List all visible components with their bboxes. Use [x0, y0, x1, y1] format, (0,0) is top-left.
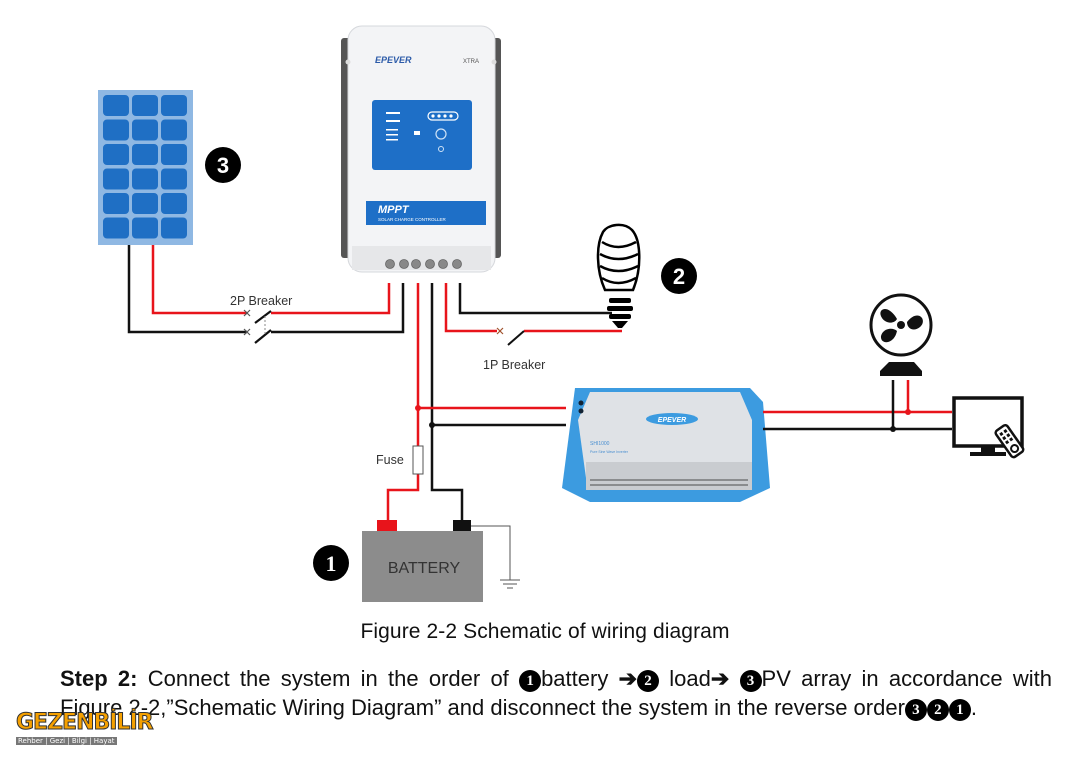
solar-cell	[161, 119, 187, 141]
inverter-subtitle: Pure Sine Wave Inverter	[590, 450, 629, 454]
solar-cell	[132, 217, 158, 239]
solar-cell	[103, 193, 129, 214]
marker-3-icon: 3	[205, 147, 241, 183]
marker-2-icon: 2	[637, 670, 660, 692]
solar-cell	[132, 119, 158, 141]
marker-2-icon: 2	[661, 258, 697, 294]
solar-cell	[132, 95, 158, 116]
controller-type-label: MPPT	[378, 204, 410, 216]
step-label: Step 2:	[60, 666, 138, 691]
inverter: EPEVER SHI1000 Pure Sine Wave Inverter	[562, 388, 770, 502]
battery: BATTERY	[362, 520, 520, 602]
solar-cell	[103, 144, 129, 165]
breaker-1p-label: 1P Breaker	[483, 358, 545, 372]
inverter-model: SHI1000	[590, 441, 610, 447]
marker-1-icon: 1	[519, 670, 542, 692]
solar-cell	[161, 144, 187, 165]
battery-label: BATTERY	[388, 560, 461, 577]
figure-caption: Figure 2-2 Schematic of wiring diagram	[360, 620, 730, 643]
fan-icon	[869, 293, 933, 376]
solar-cell	[132, 193, 158, 214]
solar-cell	[103, 168, 129, 190]
arrow-icon: ➔	[710, 666, 730, 691]
controller-model: XTRA	[463, 59, 479, 65]
solar-cell	[132, 168, 158, 190]
svg-text:3: 3	[217, 153, 229, 178]
marker-1-icon: 1	[948, 699, 971, 721]
solar-charge-controller: EPEVER XTRA MPPT SOLAR CHARGE CONTROLLER	[341, 25, 501, 273]
solar-cell	[161, 95, 187, 116]
tv-icon	[952, 396, 1025, 459]
solar-cell	[103, 119, 129, 141]
marker-1-icon: 1	[313, 545, 349, 581]
light-bulb-icon	[596, 223, 641, 328]
solar-cell	[103, 95, 129, 116]
fuse-label: Fuse	[376, 453, 404, 467]
marker-2-icon: 2	[926, 699, 949, 721]
watermark-logo: GEZENBİLİR Rehber | Gezi | Bilgi | Hayat	[16, 710, 156, 752]
watermark-text: GEZENBİLİR	[16, 710, 155, 736]
solar-cell	[161, 168, 187, 190]
step-instructions: Step 2: Connect the system in the order …	[60, 666, 1052, 721]
solar-cell	[161, 217, 187, 239]
svg-text:2: 2	[673, 264, 685, 289]
inverter-brand: EPEVER	[658, 417, 686, 424]
marker-3-icon: 3	[739, 670, 762, 692]
controller-brand: EPEVER	[375, 55, 412, 65]
marker-3-icon: 3	[904, 699, 927, 721]
battery-wires	[386, 283, 566, 522]
solar-cell	[132, 144, 158, 165]
load-wires	[444, 283, 622, 346]
solar-cell	[161, 193, 187, 214]
arrow-icon: ➔	[618, 666, 638, 691]
svg-text:1: 1	[326, 551, 337, 576]
remote-control-icon	[994, 423, 1025, 459]
pv-wires	[127, 245, 405, 344]
solar-panel	[98, 90, 193, 245]
solar-cell	[103, 217, 129, 239]
fuse-icon	[412, 445, 424, 475]
watermark-subtitle: Rehber | Gezi | Bilgi | Hayat	[16, 737, 117, 745]
wiring-diagram: 3 EPEVER XTRA MPPT SOLAR CHARGE CONTROLL…	[98, 25, 1025, 602]
controller-subtitle: SOLAR CHARGE CONTROLLER	[378, 217, 447, 222]
ground-icon	[500, 579, 520, 589]
breaker-2p-label: 2P Breaker	[230, 294, 292, 308]
ac-wires	[763, 380, 952, 432]
